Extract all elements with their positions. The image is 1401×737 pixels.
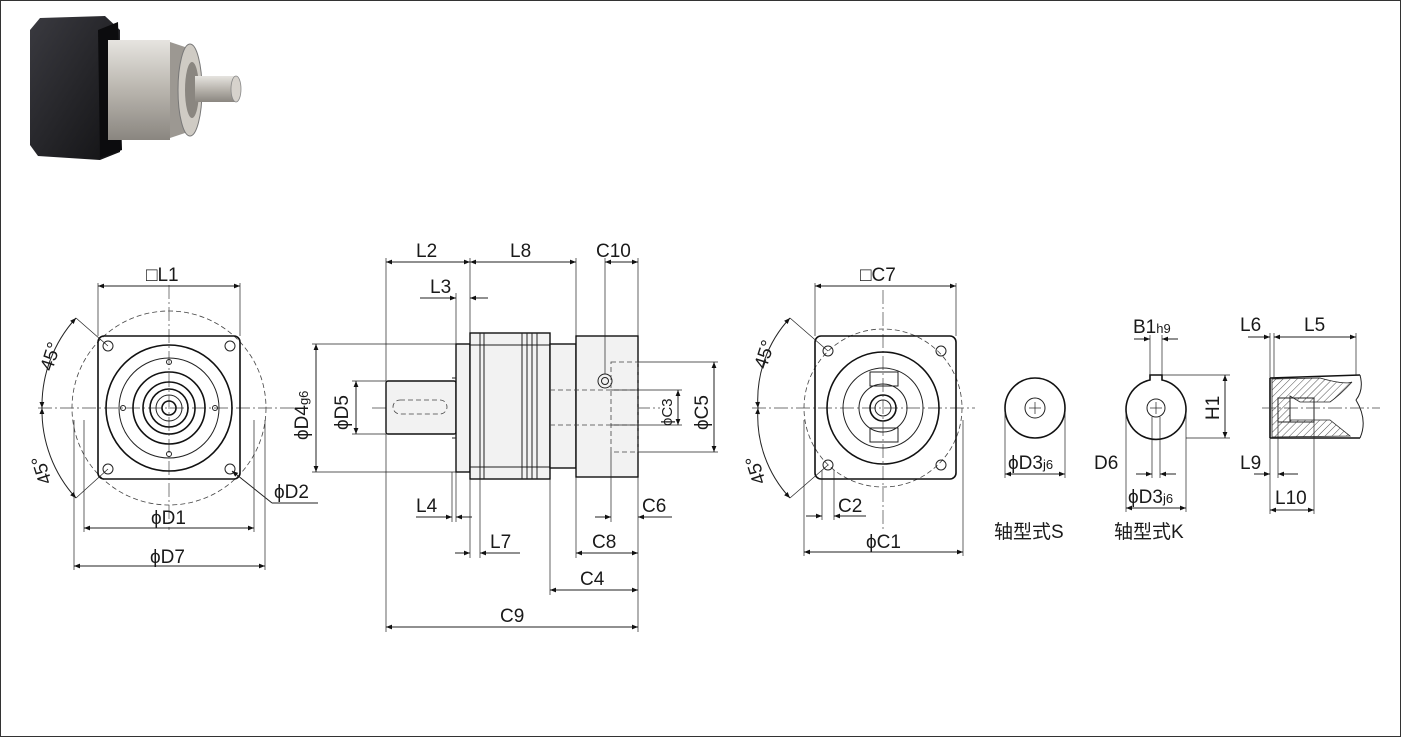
- label-d6: D6: [1094, 453, 1118, 474]
- label-d2: ϕD2: [274, 482, 309, 503]
- shaft-end-detail: [1248, 333, 1380, 514]
- label-l6: L6: [1240, 315, 1261, 336]
- label-c10: C10: [596, 241, 631, 262]
- label-d7: ϕD7: [150, 547, 185, 568]
- label-l7: L7: [490, 532, 511, 553]
- dimension-labels: □L1 ϕD1 ϕD7 ϕD2 45° 45° L2 L8 C10 L3 ϕD4…: [28, 241, 1325, 627]
- shaft-type-k: [1125, 335, 1230, 512]
- label-l8: L8: [510, 241, 531, 262]
- front-view-output: [38, 283, 318, 570]
- label-l2: L2: [416, 241, 437, 262]
- label-d3-k: ϕD3j6: [1128, 487, 1173, 508]
- label-45-upper-motor: 45°: [751, 338, 780, 372]
- label-l3: L3: [430, 277, 451, 298]
- label-shaft-s: 轴型式S: [994, 521, 1064, 543]
- label-d3-s: ϕD3j6: [1008, 453, 1053, 474]
- label-l10: L10: [1275, 488, 1307, 509]
- label-c5: ϕC5: [692, 395, 713, 430]
- label-c1: ϕC1: [866, 532, 901, 553]
- label-c8: C8: [592, 532, 616, 553]
- label-l5: L5: [1304, 315, 1325, 336]
- label-d4: ϕD4g6: [292, 391, 313, 440]
- label-45-lower-motor: 45°: [742, 453, 771, 487]
- label-b1: B1h9: [1133, 317, 1171, 338]
- side-view: [312, 258, 718, 632]
- label-d1: ϕD1: [151, 508, 186, 529]
- shaft-type-s: [1004, 377, 1066, 478]
- label-45-upper: 45°: [37, 340, 66, 374]
- label-square-l1: □L1: [146, 265, 179, 286]
- label-45-lower: 45°: [28, 453, 57, 487]
- label-c9: C9: [500, 606, 524, 627]
- label-l4: L4: [416, 496, 438, 517]
- label-d5: ϕD5: [332, 395, 353, 430]
- label-c4: C4: [580, 569, 605, 590]
- label-h1: H1: [1203, 396, 1224, 420]
- label-shaft-k: 轴型式K: [1114, 521, 1184, 543]
- gearbox-photo: [30, 16, 242, 160]
- front-view-motor: [752, 283, 975, 556]
- label-c6: C6: [642, 496, 666, 517]
- label-c3: ϕC3: [659, 398, 676, 426]
- label-l9: L9: [1240, 453, 1261, 474]
- label-c2: C2: [838, 496, 862, 517]
- label-square-c7: □C7: [860, 265, 896, 286]
